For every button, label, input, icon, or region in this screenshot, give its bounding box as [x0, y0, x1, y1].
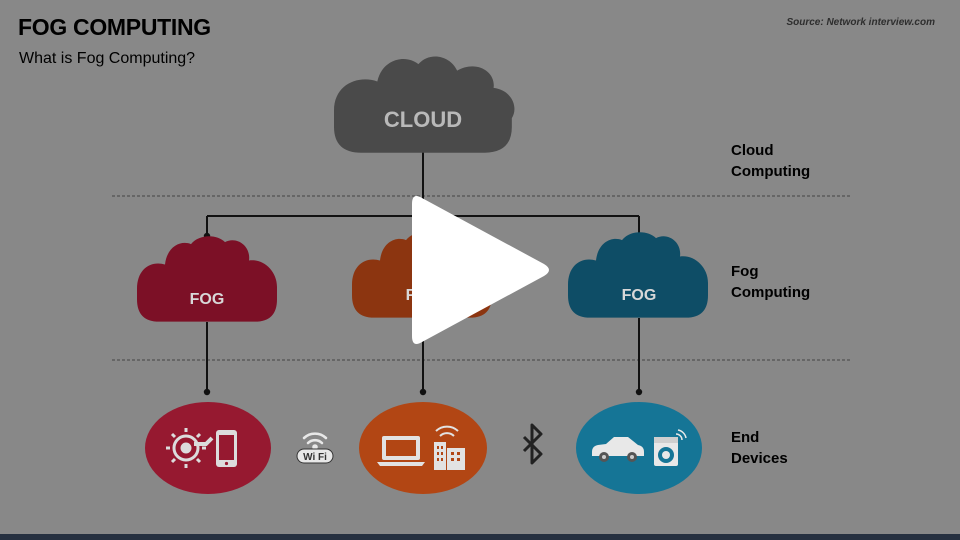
layer-label-cloud: Cloud Computing	[731, 140, 810, 182]
layer-label-fog-line1: Fog	[731, 263, 759, 280]
wifi-icon	[302, 432, 328, 450]
video-progress-bar[interactable]	[0, 534, 960, 540]
smartphone-icon	[216, 430, 237, 467]
play-button[interactable]	[408, 190, 552, 350]
fog-node-1	[137, 236, 277, 322]
layer-label-fog: Fog Computing	[731, 261, 810, 303]
washing-machine-icon	[654, 429, 687, 466]
fog-node-3-label: FOG	[622, 287, 657, 304]
wifi-badge-text: Wi Fi	[303, 452, 327, 463]
layer-label-devices: End Devices	[731, 427, 788, 469]
source-credit: Source: Network interview.com	[786, 17, 935, 28]
cloud-label: CLOUD	[384, 107, 462, 132]
layer-label-fog-line2: Computing	[731, 284, 811, 301]
device-group-2	[359, 402, 487, 494]
wifi-badge	[296, 448, 334, 464]
slide-title: FOG COMPUTING	[18, 14, 211, 40]
layer-label-devices-line2: Devices	[731, 450, 788, 467]
fog-node-1-label: FOG	[190, 291, 225, 308]
fog-node-3	[568, 232, 708, 318]
slide-subtitle: What is Fog Computing?	[19, 50, 196, 67]
layer-label-cloud-line2: Computing	[731, 163, 811, 180]
smart-building-icon	[434, 425, 465, 470]
layer-label-devices-line1: End	[731, 429, 760, 446]
layer-label-cloud-line1: Cloud	[731, 142, 774, 159]
cloud-node	[334, 56, 515, 153]
laptop-icon	[377, 436, 425, 466]
bluetooth-icon	[522, 423, 543, 465]
play-icon	[412, 196, 549, 344]
device-group-1	[145, 402, 271, 494]
gear-hand-icon	[166, 428, 214, 468]
car-icon	[592, 437, 644, 462]
